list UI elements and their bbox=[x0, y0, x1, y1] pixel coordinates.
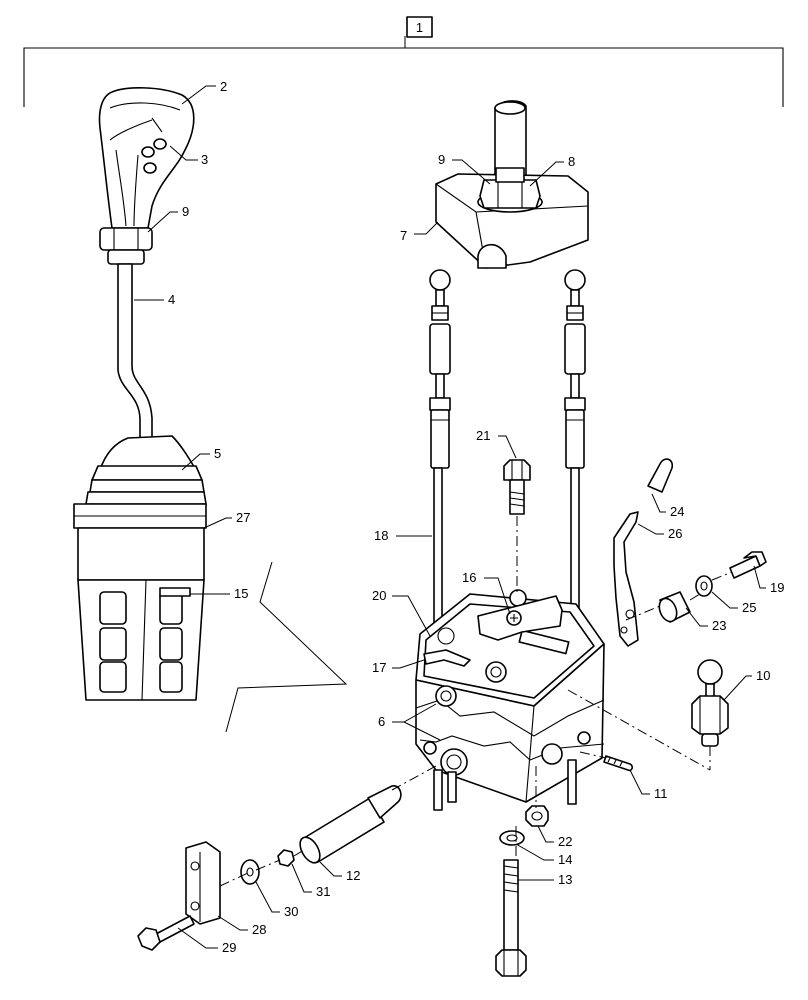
shaft-part-4 bbox=[117, 263, 153, 441]
washer-part-30 bbox=[240, 859, 260, 885]
callout-15: 15 bbox=[234, 586, 248, 601]
bolt-part-19 bbox=[729, 551, 767, 579]
callout-29: 29 bbox=[222, 940, 236, 955]
lever-part-26 bbox=[613, 511, 639, 647]
callout-7: 7 bbox=[400, 228, 407, 243]
nut-part-9 bbox=[99, 227, 153, 251]
callout-27: 27 bbox=[236, 510, 250, 525]
button-icon bbox=[153, 138, 167, 150]
button-icon bbox=[141, 146, 155, 158]
callout-22: 22 bbox=[558, 834, 572, 849]
callout-21: 21 bbox=[476, 428, 490, 443]
callout-18: 18 bbox=[374, 528, 388, 543]
break-line bbox=[225, 561, 348, 733]
callout-19: 19 bbox=[770, 580, 784, 595]
knob-part-2 bbox=[98, 87, 195, 229]
clip-part-17 bbox=[423, 649, 471, 667]
callout-labels: 2 3 9 4 5 27 15 9 8 7 21 24 26 18 16 20 … bbox=[168, 79, 784, 955]
callout-8: 8 bbox=[568, 154, 575, 169]
washer-part-14 bbox=[499, 830, 525, 846]
callout-17: 17 bbox=[372, 660, 386, 675]
bolt-part-13 bbox=[495, 859, 527, 977]
callout-4: 4 bbox=[168, 292, 175, 307]
callout-5: 5 bbox=[214, 446, 221, 461]
ball-stud-part-10 bbox=[691, 659, 729, 747]
boot-part-5 bbox=[99, 435, 197, 471]
callout-26: 26 bbox=[668, 526, 682, 541]
callout-2: 2 bbox=[220, 79, 227, 94]
nut-part-31 bbox=[277, 849, 295, 867]
assembly-label: 1 bbox=[416, 20, 423, 35]
pin-part-15 bbox=[159, 587, 191, 597]
assembly-bracket: 1 bbox=[23, 16, 784, 107]
callout-30: 30 bbox=[284, 904, 298, 919]
leader-lines bbox=[134, 85, 766, 949]
callout-16: 16 bbox=[462, 570, 476, 585]
callout-10: 10 bbox=[756, 668, 770, 683]
button-icon bbox=[143, 162, 157, 174]
callout-20: 20 bbox=[372, 588, 386, 603]
cover-assembly bbox=[435, 100, 589, 269]
callout-3: 3 bbox=[201, 152, 208, 167]
callout-14: 14 bbox=[558, 852, 572, 867]
callout-6: 6 bbox=[378, 714, 385, 729]
callout-12: 12 bbox=[346, 868, 360, 883]
handle-assembly bbox=[73, 87, 207, 701]
callout-23: 23 bbox=[712, 618, 726, 633]
screw-part-11 bbox=[603, 755, 633, 772]
cover-part-7 bbox=[435, 173, 589, 269]
callout-28: 28 bbox=[252, 922, 266, 937]
callout-25: 25 bbox=[742, 600, 756, 615]
center-lines bbox=[219, 516, 733, 887]
callout-13: 13 bbox=[558, 872, 572, 887]
pin-part-12 bbox=[299, 785, 402, 864]
callout-9: 9 bbox=[182, 204, 189, 219]
nut-part-9-top bbox=[479, 179, 541, 209]
washer-part-25 bbox=[695, 575, 713, 597]
nut-part-22 bbox=[525, 805, 549, 827]
rod-left bbox=[429, 269, 451, 633]
bolt-part-21 bbox=[503, 459, 531, 515]
callout-24: 24 bbox=[670, 504, 684, 519]
callout-9-top: 9 bbox=[438, 152, 445, 167]
bracket-part-28 bbox=[185, 841, 221, 925]
cap-part-24 bbox=[647, 458, 674, 493]
callout-31: 31 bbox=[316, 884, 330, 899]
callout-11: 11 bbox=[654, 786, 668, 801]
rod-right bbox=[564, 269, 586, 639]
bolt-part-29 bbox=[137, 915, 195, 951]
